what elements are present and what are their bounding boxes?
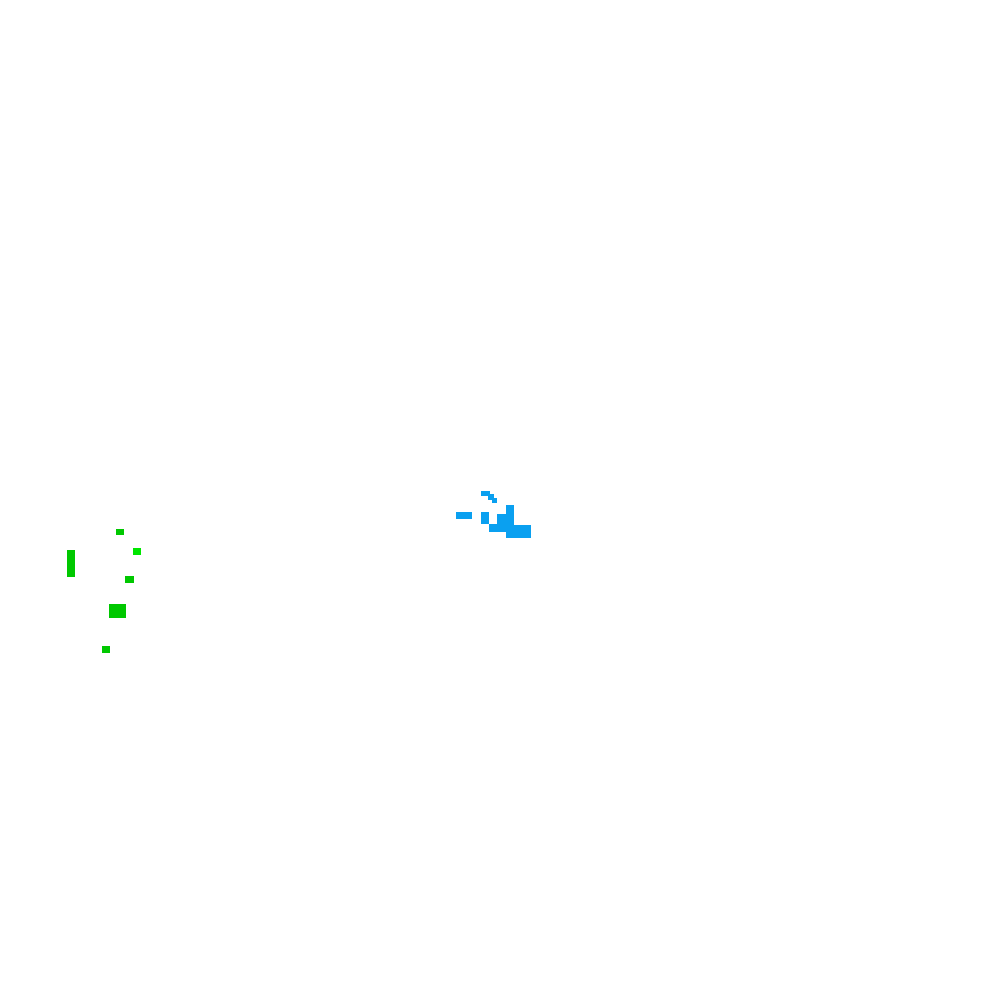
green-fragment [116,529,124,535]
green-fragment [67,550,75,577]
blue-fragment [506,505,514,525]
green-fragment [102,646,110,653]
blue-fragment [481,512,489,524]
blue-fragment [497,514,507,525]
green-fragment [109,604,126,618]
blue-fragment [489,524,507,532]
green-fragment [125,576,134,583]
blue-fragment [492,498,497,503]
green-fragment [133,548,141,555]
blue-fragment [488,494,494,500]
blue-fragment [506,525,531,538]
blue-fragment [481,491,490,496]
blue-fragment [456,512,472,519]
